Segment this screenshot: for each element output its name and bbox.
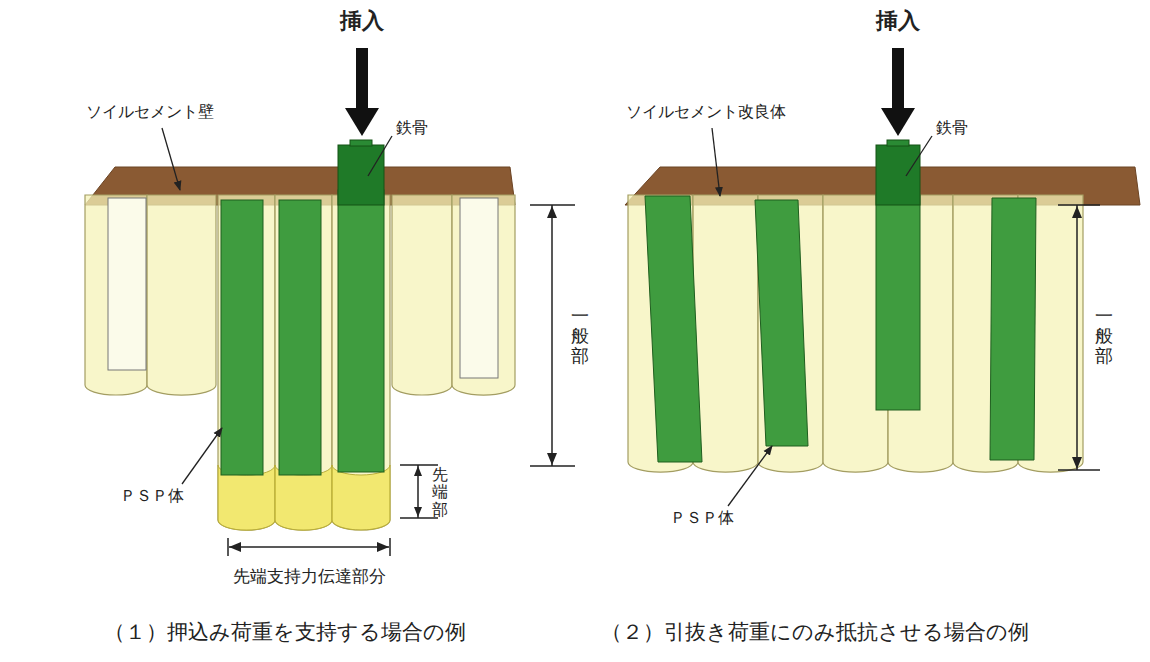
insert-label: 挿入 <box>340 8 384 34</box>
dimension-label: 先端支持力伝達部分 <box>233 566 386 586</box>
dimension-label: 一般部 <box>571 306 589 365</box>
figure-caption: （１）押込み荷重を支持する場合の例 <box>104 620 466 645</box>
insert-label: 挿入 <box>876 8 920 34</box>
dimension-label: 一般部 <box>1095 306 1113 365</box>
part-name: 鉄骨 <box>936 118 968 137</box>
part-name: ＰＳＰ体 <box>120 486 184 505</box>
part-name: ＰＳＰ体 <box>670 508 734 527</box>
part-name: ソイルセメント壁 <box>86 102 214 121</box>
figure-caption: （２）引抜き荷重にのみ抵抗させる場合の例 <box>601 620 1029 645</box>
part-name: 鉄骨 <box>396 118 428 137</box>
part-name: ソイルセメント改良体 <box>626 102 786 121</box>
dimension-label: 先端部 <box>432 466 448 519</box>
